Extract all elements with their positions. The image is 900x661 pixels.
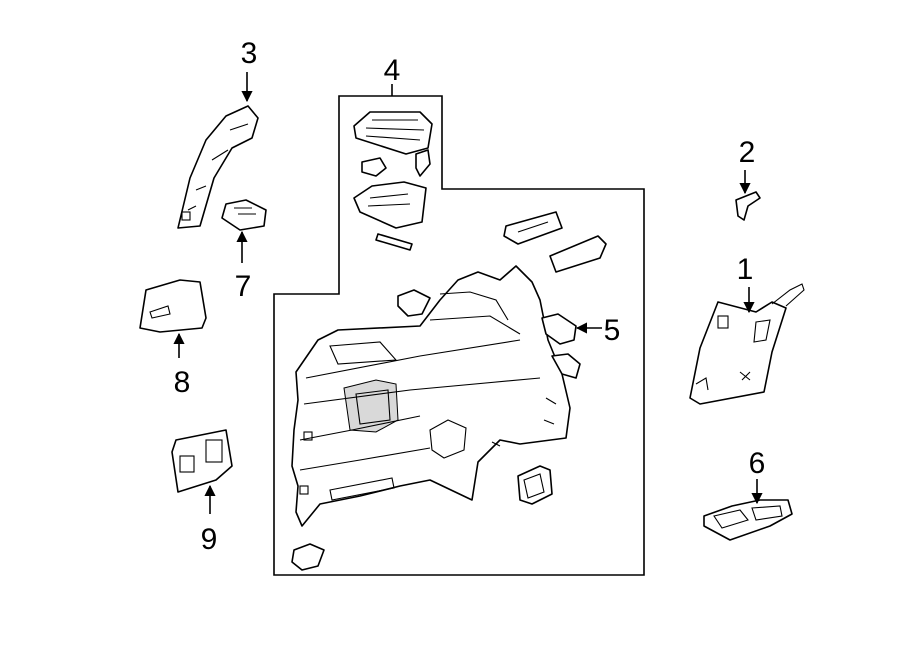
part-1-trim-panel (689, 283, 805, 405)
part-4-clip (291, 543, 325, 571)
part-4-pocket (517, 465, 553, 505)
callout-3: 3 (241, 37, 258, 70)
callout-2: 2 (739, 136, 756, 169)
callout-6: 6 (749, 447, 766, 480)
part-5-push-pin (541, 313, 581, 379)
part-7-cover (221, 199, 267, 231)
part-2-clip (735, 191, 761, 221)
callout-5: 5 (604, 314, 621, 347)
part-3-pillar-trim (177, 105, 259, 229)
part-6-bracket (703, 499, 793, 541)
assembly-group-box (273, 95, 645, 576)
callout-7: 7 (235, 270, 252, 303)
part-4-components (353, 111, 607, 317)
part-8-panel (139, 279, 207, 333)
callout-4: 4 (384, 54, 401, 87)
part-4-quarter-trim (291, 265, 571, 527)
part-9-bracket (171, 429, 233, 493)
callout-9: 9 (201, 523, 218, 556)
callout-8: 8 (174, 366, 191, 399)
callout-1: 1 (737, 253, 754, 286)
